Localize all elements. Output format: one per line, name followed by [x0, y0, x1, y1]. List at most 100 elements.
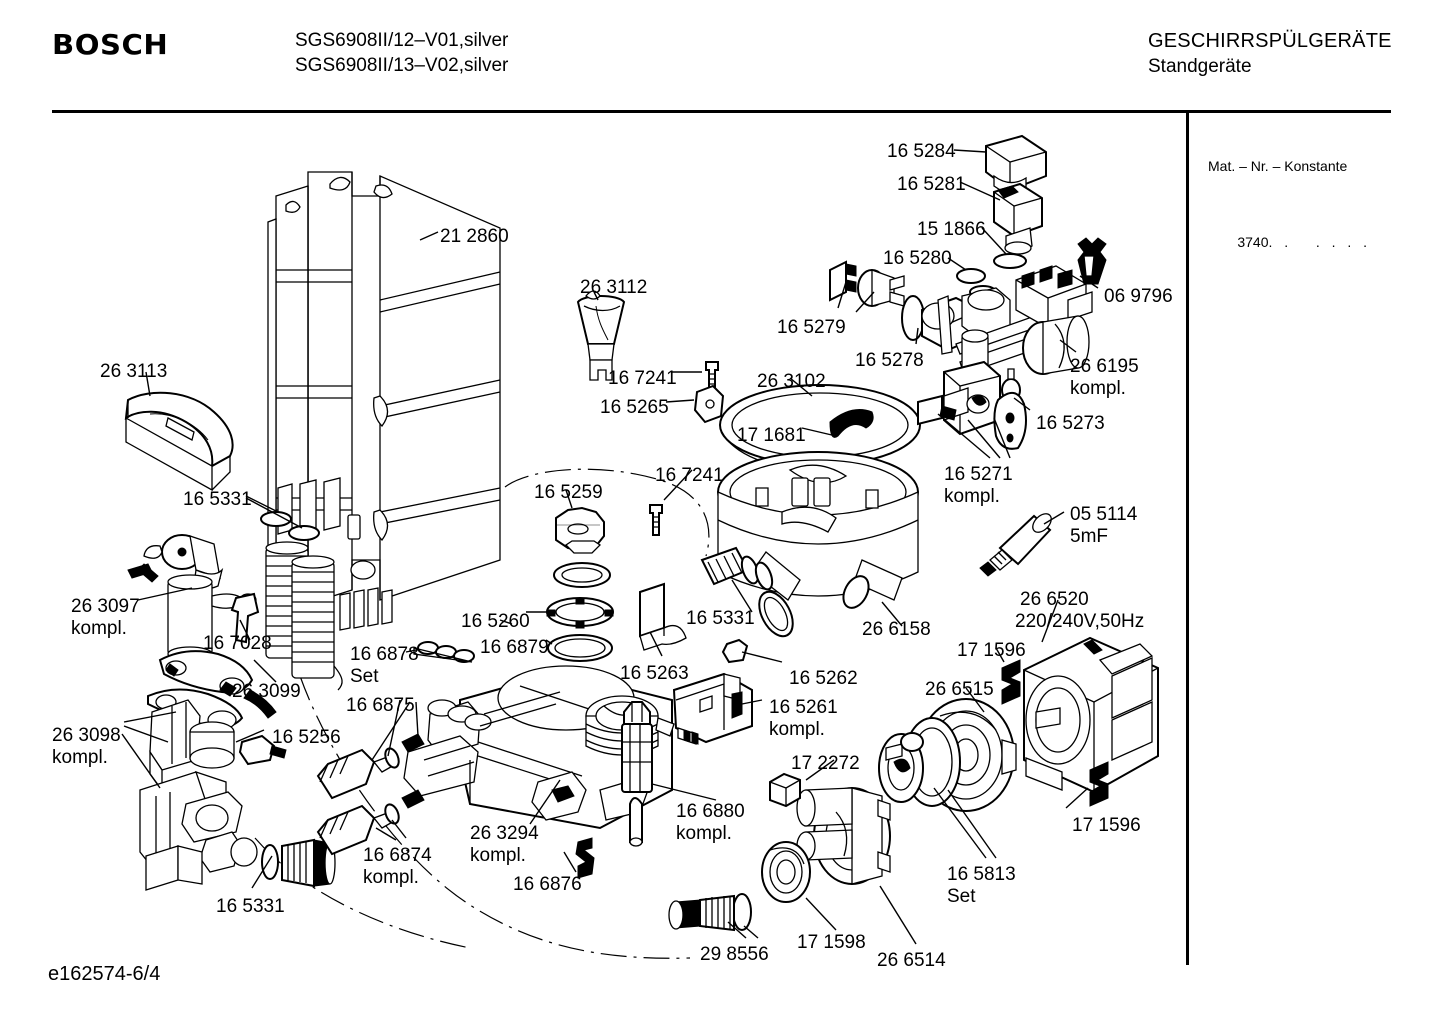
part-label-l_266195: 26 6195	[1070, 356, 1139, 377]
part-label-l_165256: 16 5256	[272, 727, 341, 748]
part-label-l_263102: 26 3102	[757, 371, 826, 392]
part-label-l_166880k: kompl.	[676, 823, 732, 844]
model-line-1: SGS6908II/12–V01,silver	[295, 30, 509, 51]
part-label-l_167241a: 16 7241	[608, 368, 677, 389]
part-spring-hose-centre	[702, 548, 775, 592]
part-16-5278-oring	[902, 296, 924, 340]
part-label-l_165331a: 16 5331	[183, 489, 252, 510]
part-label-l_055114: 05 5114	[1070, 504, 1138, 525]
part-label-l_266520v: 220/240V,50Hz	[1015, 611, 1145, 632]
part-16-6878-ring-set	[414, 642, 474, 662]
part-label-l_167241b: 16 7241	[655, 465, 724, 486]
bosch-logo: BOSCH	[52, 28, 169, 61]
part-label-l_166874k: kompl.	[363, 867, 419, 888]
part-label-l_266195k: kompl.	[1070, 378, 1126, 399]
mat-nr-label: Mat. – Nr. – Konstante	[1208, 158, 1348, 174]
part-label-l_165813s: Set	[947, 886, 976, 907]
part-15-1866-oring	[994, 254, 1026, 268]
part-label-l_055114v: 5mF	[1070, 526, 1108, 547]
part-16-5265-clip	[695, 386, 723, 422]
header-divider-rule	[52, 110, 1391, 113]
part-label-l_069796: 06 9796	[1104, 286, 1173, 307]
part-label-l_266514: 26 6514	[877, 950, 946, 971]
part-label-l_165271: 16 5271	[944, 464, 1013, 485]
part-26-3112-dispenser	[578, 291, 624, 380]
part-label-l_172272: 17 2272	[791, 753, 860, 774]
category-line-2: Standgeräte	[1148, 56, 1252, 77]
model-line-2: SGS6908II/13–V02,silver	[295, 55, 509, 76]
part-26-3098-valve-block	[140, 700, 286, 890]
part-16-5813-impeller	[879, 733, 923, 802]
part-16-6876-clip	[576, 838, 594, 878]
part-26-3113-handle-cover	[126, 393, 233, 490]
part-label-l_166880: 16 6880	[676, 801, 745, 822]
part-16-7241-screw-b	[650, 505, 662, 535]
part-label-l_165331b: 16 5331	[686, 608, 755, 629]
part-label-l_165278: 16 5278	[855, 350, 924, 371]
part-label-l_263113: 26 3113	[100, 361, 168, 382]
part-label-l_266515: 26 6515	[925, 679, 994, 700]
part-label-l_165813: 16 5813	[947, 864, 1016, 885]
part-17-1596-clip-b	[1090, 762, 1108, 806]
part-label-l_263294k: kompl.	[470, 845, 526, 866]
mat-nr-value: 3740	[1237, 234, 1269, 250]
mat-nr-konstante-block: Mat. – Nr. – Konstante 3740. . . . . .	[1208, 119, 1371, 309]
part-17-1596-clip-a	[1002, 660, 1020, 704]
part-26-3294-body	[404, 666, 674, 828]
part-corrugated-hose-left	[282, 840, 335, 886]
part-16-5271-assembly	[918, 362, 1026, 449]
part-29-8556-hose	[669, 894, 751, 930]
part-label-l_165260: 16 5260	[461, 611, 530, 632]
model-list: SGS6908II/12–V01,silver SGS6908II/13–V02…	[295, 28, 508, 78]
part-label-l_263098k: kompl.	[52, 747, 108, 768]
part-label-l_166878: 16 6878	[350, 644, 419, 665]
part-17-1598-seal	[762, 842, 810, 902]
part-label-l_165281: 16 5281	[897, 174, 966, 195]
category-line-1: GESCHIRRSPÜLGERÄTE	[1148, 30, 1392, 52]
part-label-l_263112: 26 3112	[580, 277, 648, 298]
sheet-id: e162574-6/4	[48, 963, 161, 985]
part-16-5263-guide	[640, 584, 686, 650]
part-label-l_263097: 26 3097	[71, 596, 140, 617]
part-label-l_151866: 15 1866	[917, 219, 986, 240]
part-label-l_212860: 21 2860	[440, 226, 509, 247]
vertical-divider-rule	[1186, 113, 1189, 965]
part-06-9796-terminal	[1078, 238, 1106, 284]
part-26-6514-pump	[797, 788, 890, 884]
part-label-l_166879: 16 6879	[480, 637, 549, 658]
part-label-l_266158: 26 6158	[862, 619, 931, 640]
part-16-5260-ring	[547, 598, 613, 628]
part-26-6520-motor	[1024, 638, 1158, 792]
part-hose-stack-left	[266, 542, 342, 690]
part-valve-manifold	[922, 266, 1092, 376]
part-16-6880-assembly	[622, 702, 652, 846]
part-label-l_171681: 17 1681	[737, 425, 806, 446]
part-label-l_266520: 26 6520	[1020, 589, 1089, 610]
part-label-l_165265: 16 5265	[600, 397, 669, 418]
part-16-5262-clip	[723, 640, 747, 662]
part-label-l_171598: 17 1598	[797, 932, 866, 953]
mat-nr-dots: . . . . . .	[1268, 234, 1372, 250]
part-label-l_166875: 16 6875	[346, 695, 415, 716]
part-label-l_165261k: kompl.	[769, 719, 825, 740]
part-label-l_263097k: kompl.	[71, 618, 127, 639]
part-label-l_165273: 16 5273	[1036, 413, 1105, 434]
part-label-l_165271k: kompl.	[944, 486, 1000, 507]
part-label-l_165279: 16 5279	[777, 317, 846, 338]
part-label-l_171596a: 17 1596	[957, 640, 1026, 661]
part-16-5281-valve	[994, 184, 1042, 254]
part-16-5284-cover	[986, 136, 1046, 193]
part-16-5280-oring	[957, 269, 985, 283]
part-17-2272-nut	[770, 774, 800, 806]
part-label-l_263294: 26 3294	[470, 823, 539, 844]
part-label-l_166878s: Set	[350, 666, 379, 687]
part-label-l_166874: 16 6874	[363, 845, 432, 866]
part-label-l_165262: 16 5262	[789, 668, 858, 689]
part-label-l_165280: 16 5280	[883, 248, 952, 269]
part-16-5259-filter-cap	[556, 508, 604, 553]
part-16-7241-screw-a	[706, 362, 718, 392]
part-label-l_166876: 16 6876	[513, 874, 582, 895]
part-16-6879-gasket	[548, 635, 612, 661]
part-05-5114-capacitor	[980, 510, 1055, 576]
